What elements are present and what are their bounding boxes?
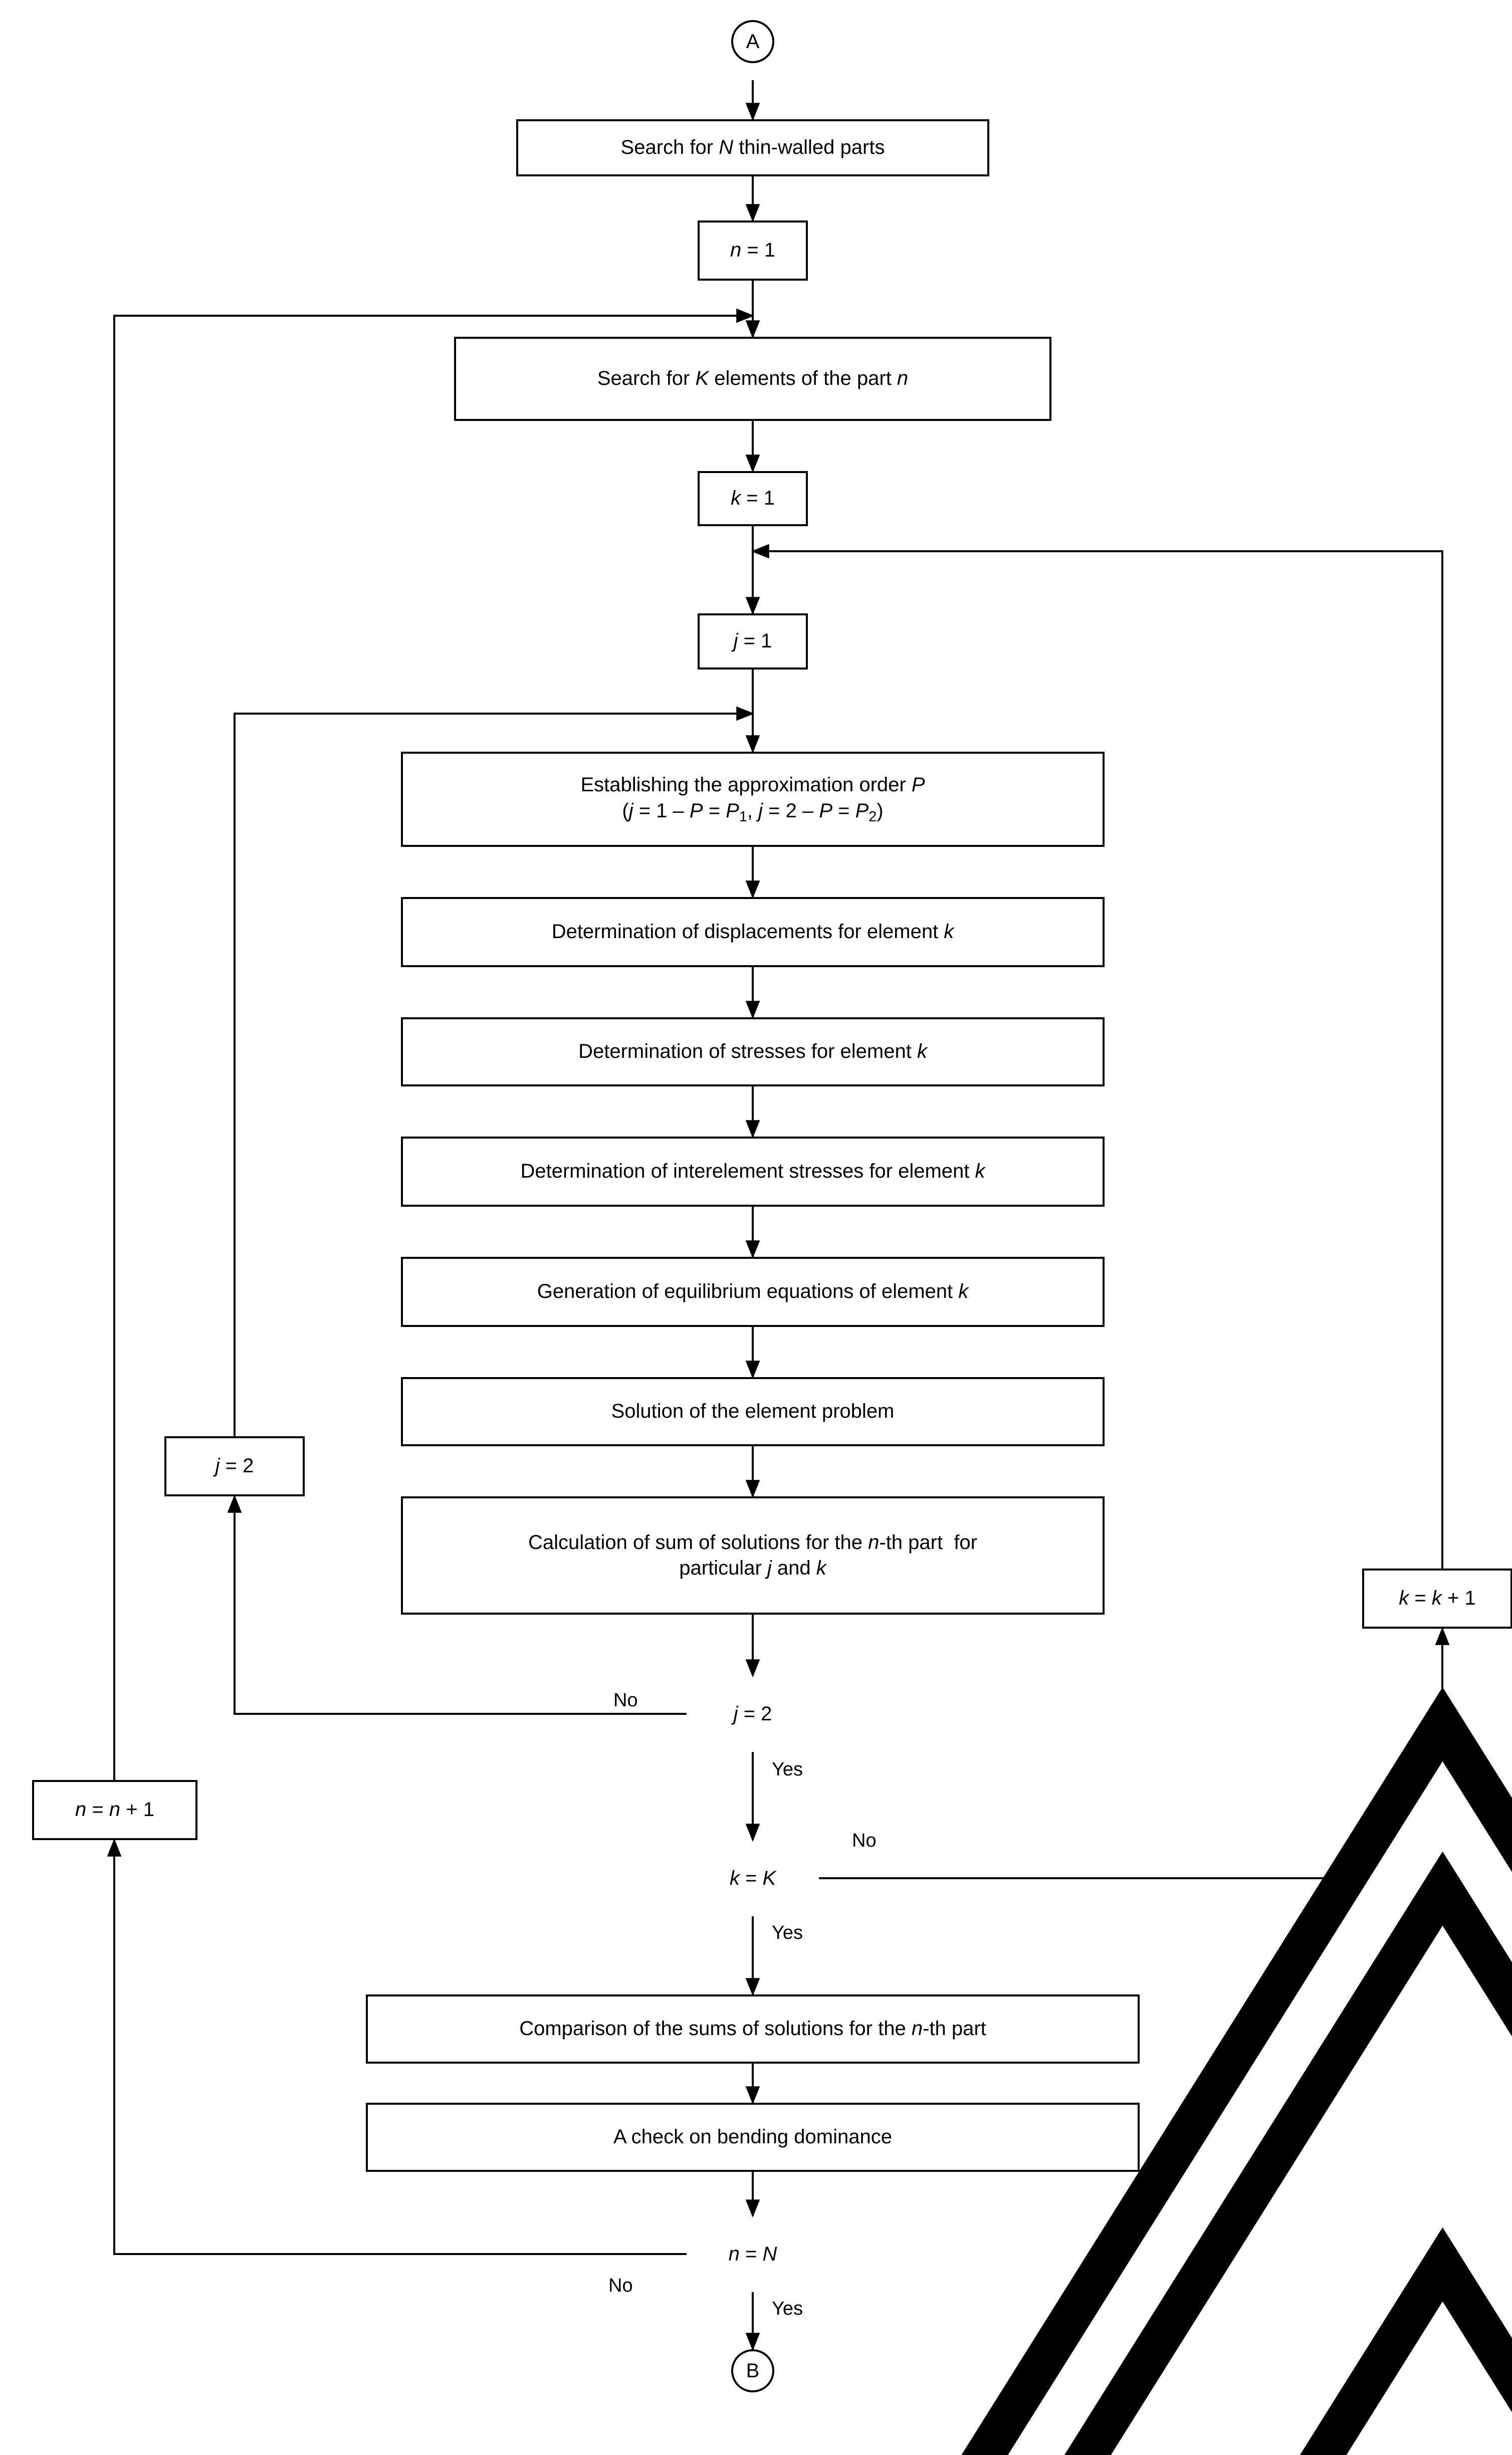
decision-j-equals-2-label: j = 2 — [733, 1702, 772, 1725]
process-search-parts: Search for N thin-walled parts — [516, 119, 989, 176]
process-n-increment: n = n + 1 — [32, 1780, 197, 1840]
process-j-init: j = 1 — [698, 613, 808, 669]
edge-label-j-yes: Yes — [772, 1759, 803, 1780]
process-interelement-stresses: Determination of interelement stresses f… — [401, 1137, 1105, 1207]
process-search-elements: Search for K elements of the part n — [454, 337, 1051, 421]
decision-j-equals-2: j = 2 — [687, 1676, 1512, 2455]
process-k-increment: k = k + 1 — [1362, 1569, 1512, 1629]
process-comparison-sums: Comparison of the sums of solutions for … — [366, 1994, 1140, 2064]
edge-label-n-yes: Yes — [772, 2298, 803, 2319]
edge-label-n-no: No — [608, 2275, 633, 2296]
process-equilibrium-equations: Generation of equilibrium equations of e… — [401, 1257, 1105, 1327]
process-element-problem: Solution of the element problem — [401, 1377, 1105, 1446]
process-sum-solutions: Calculation of sum of solutions for the … — [401, 1496, 1105, 1615]
process-displacements: Determination of displacements for eleme… — [401, 897, 1105, 967]
decision-k-equals-K: k = K — [687, 1840, 1512, 2455]
decision-k-equals-K-label: k = K — [729, 1867, 776, 1889]
connector-start-a: A — [731, 20, 774, 63]
connector-end-b: B — [731, 2349, 774, 2392]
decision-n-equals-N-label: n = N — [728, 2243, 777, 2265]
edge-label-j-no: No — [613, 1690, 638, 1711]
process-n-init: n = 1 — [698, 220, 808, 281]
process-stresses: Determination of stresses for element k — [401, 1017, 1105, 1086]
process-k-init: k = 1 — [698, 471, 808, 526]
decision-n-equals-N: n = N — [687, 2216, 1512, 2455]
edge-label-k-yes: Yes — [772, 1922, 803, 1943]
process-bending-check: A check on bending dominance — [366, 2103, 1140, 2172]
process-j-set-2: j = 2 — [164, 1436, 305, 1496]
edge-label-k-no: No — [852, 1830, 877, 1851]
process-approximation-order: Establishing the approximation order P (… — [401, 752, 1105, 847]
